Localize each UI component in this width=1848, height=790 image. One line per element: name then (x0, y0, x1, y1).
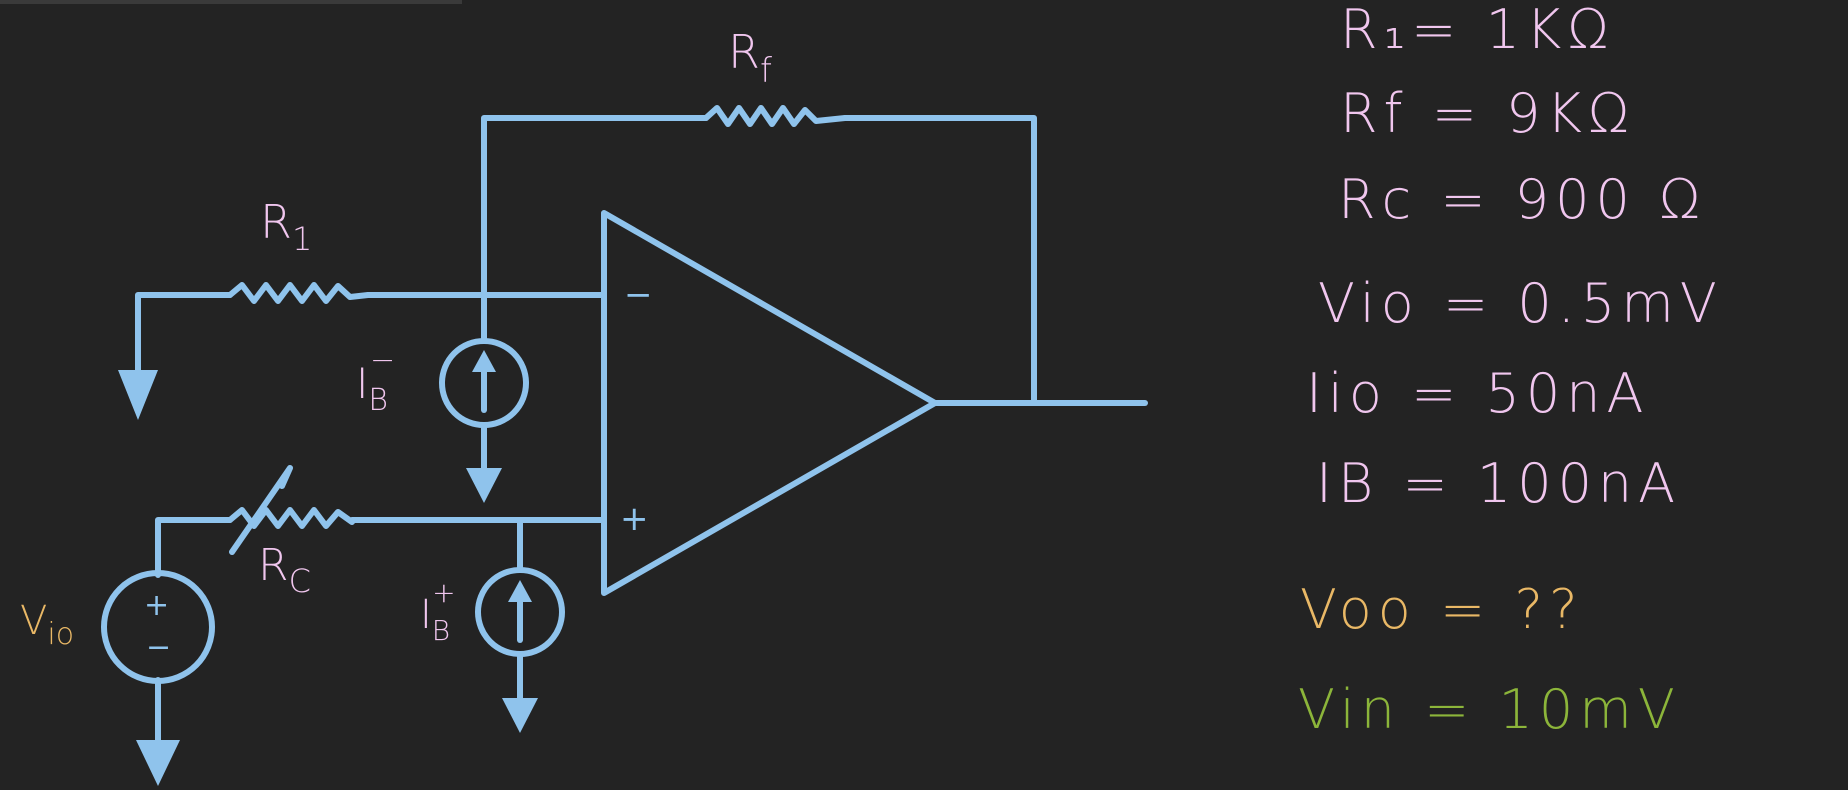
rc-variable-arrow (229, 465, 293, 555)
source-ground-arrow (136, 740, 180, 786)
r1-resistor (227, 282, 371, 304)
source-plus-sign: + (144, 588, 169, 623)
r1-label: R1 (260, 195, 312, 258)
given-rf: Rf = 9KΩ (1340, 82, 1635, 145)
r1-ground-arrow (118, 370, 158, 420)
ib-minus-arrow-icon (472, 350, 496, 372)
ib-plus-label: IB+ (420, 576, 456, 647)
inverting-sign: − (624, 275, 653, 315)
rc-label: RC (258, 540, 311, 600)
ib-minus-current-source (439, 338, 529, 428)
vio-voltage-source (101, 570, 215, 684)
op-amp-triangle (601, 210, 938, 596)
given-voo: Voo = ?? (1300, 578, 1584, 641)
rf-label: Rf (728, 25, 772, 91)
source-wire (155, 517, 233, 578)
given-ib: IB = 100nA (1316, 452, 1681, 515)
ib-plus-current-source (475, 567, 565, 657)
top-edge-bar (0, 0, 462, 4)
output-feedback-wire (842, 115, 1037, 406)
ib-plus-arrow-icon (508, 580, 532, 602)
noninverting-sign: + (620, 499, 649, 539)
r1-ground-wire (135, 292, 233, 378)
rf-resistor (703, 105, 848, 127)
feedback-wire (481, 115, 709, 298)
ib-minus-label: IB− (356, 343, 395, 418)
given-vin: Vin = 10mV (1298, 678, 1681, 741)
given-vio: Vio = 0.5mV (1318, 272, 1723, 335)
source-minus-sign: − (146, 630, 171, 665)
given-iio: Iio = 50nA (1306, 362, 1649, 425)
given-rc: Rc = 900 Ω (1338, 168, 1706, 231)
ib-plus-ground-arrow (502, 698, 538, 733)
ib-minus-ground-arrow (466, 468, 502, 503)
given-r1: R₁= 1KΩ (1340, 0, 1615, 61)
vio-label: Vio (20, 598, 74, 652)
